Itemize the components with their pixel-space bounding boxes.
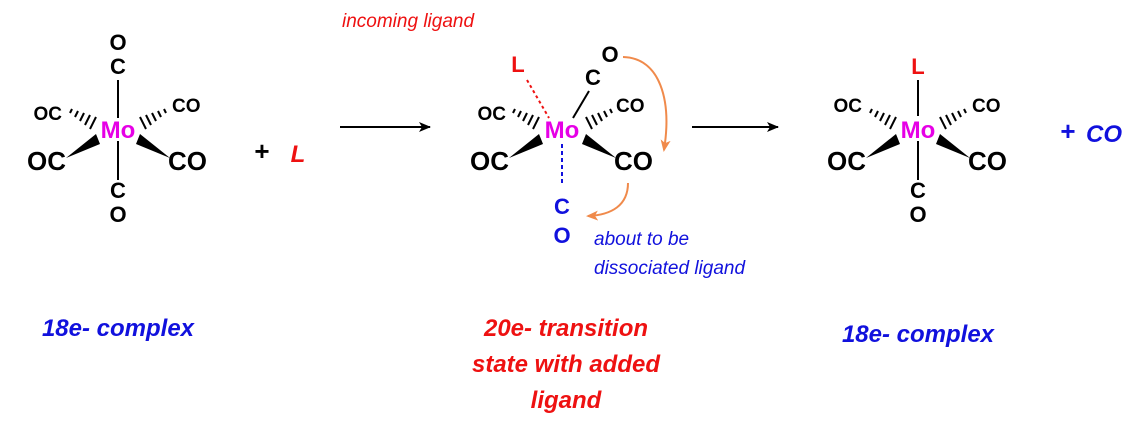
ts-hashed-bond-right [585, 108, 613, 130]
wedge-left-ligand: OC [27, 146, 66, 176]
ts-hash-left-ligand: OC [478, 104, 507, 125]
curved-arrow-top [622, 56, 671, 152]
axial-bottom-c: C [110, 178, 126, 203]
incoming-ligand-l: L [291, 141, 306, 168]
ts-wedge-bond-left [509, 134, 543, 158]
product-hashed-bond-right [939, 108, 967, 130]
incoming-ligand-label: incoming ligand [342, 11, 475, 32]
hash-right-ligand: CO [172, 96, 201, 117]
transition-state: incoming ligand L O C Mo OC CO [342, 11, 746, 279]
ts-hash-right-ligand: CO [616, 96, 645, 117]
ts-leaving-c: C [554, 194, 570, 219]
ts-top-co-bond [572, 90, 590, 119]
hashed-bond-left [69, 108, 97, 130]
axial-top-c: C [110, 54, 126, 79]
wedge-right-ligand: CO [168, 146, 207, 176]
ts-hashed-bond-left [512, 108, 540, 130]
product-wedge-right-ligand: CO [968, 146, 1007, 176]
ts-metal-center: Mo [545, 117, 580, 144]
ts-wedge-left-ligand: OC [470, 146, 509, 176]
reactant-caption: 18e- complex [42, 315, 196, 342]
plus-sign-1: + [254, 136, 269, 166]
product-complex: L Mo OC CO OC CO C O [827, 54, 1007, 227]
plus-sign-2: + [1060, 116, 1075, 146]
wedge-bond-left [66, 134, 100, 158]
axial-bottom-o: O [109, 202, 126, 227]
product-hashed-bond-left [869, 108, 897, 130]
ts-top-o: O [601, 42, 618, 67]
product-axial-bottom-c: C [910, 178, 926, 203]
ts-wedge-right-ligand: CO [614, 146, 653, 176]
ts-caption-line-2: state with added [472, 351, 661, 378]
ts-incoming-l: L [511, 52, 524, 77]
product-hash-left-ligand: OC [834, 96, 863, 117]
product-wedge-bond-right [936, 134, 970, 158]
hashed-bond-right [139, 108, 167, 130]
leaving-label-line-2: dissociated ligand [594, 258, 746, 279]
product-wedge-bond-left [866, 134, 900, 158]
ts-wedge-bond-right [582, 134, 616, 158]
ts-caption-line-3: ligand [531, 387, 603, 414]
axial-top-o: O [109, 30, 126, 55]
metal-center: Mo [101, 117, 136, 144]
curved-arrow-bottom [586, 182, 629, 221]
product-wedge-left-ligand: OC [827, 146, 866, 176]
product-axial-bottom-o: O [909, 202, 926, 227]
product-hash-right-ligand: CO [972, 96, 1001, 117]
ts-leaving-o: O [553, 223, 570, 248]
hash-left-ligand: OC [34, 104, 63, 125]
wedge-bond-right [136, 134, 170, 158]
ts-top-c: C [585, 65, 601, 90]
product-axial-l: L [911, 54, 924, 79]
product-metal-center: Mo [901, 117, 936, 144]
released-co: CO [1086, 121, 1122, 148]
ts-forming-bond [526, 79, 550, 119]
ts-caption-line-1: 20e- transition [483, 315, 648, 342]
leaving-label-line-1: about to be [594, 229, 689, 250]
product-caption: 18e- complex [842, 321, 996, 348]
reactant-complex: O C Mo OC CO OC CO C O [27, 30, 207, 227]
